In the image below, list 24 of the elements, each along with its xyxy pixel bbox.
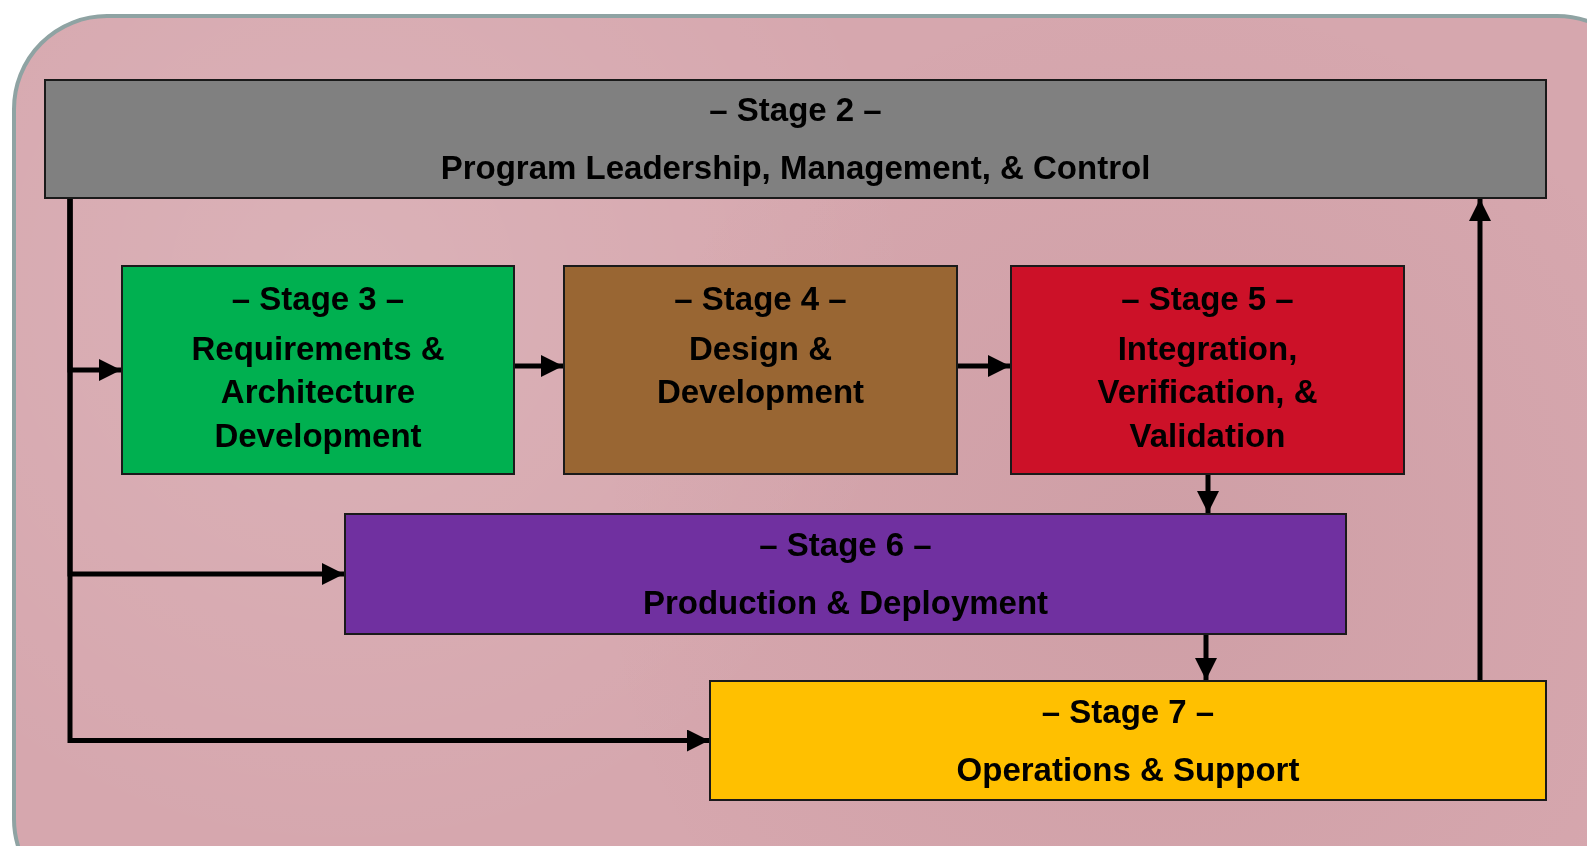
stage-number: – Stage 7 – [1041, 691, 1215, 732]
stage-title: Integration, Verification, & Validation [1096, 328, 1319, 456]
process-box [44, 79, 1547, 199]
stage-title: Requirements & Architecture Development [190, 328, 446, 456]
arrow [1197, 475, 1219, 513]
process-box [709, 680, 1547, 801]
process-box [1010, 265, 1405, 475]
arrow [1195, 635, 1217, 680]
process-box [563, 265, 958, 475]
stage-number: – Stage 5 – [1121, 279, 1294, 319]
stage-number: – Stage 2 – [709, 90, 882, 131]
process-box [121, 265, 515, 475]
arrow [515, 355, 563, 377]
arrow [1469, 199, 1491, 680]
stage-title: Program Leadership, Management, & Control [440, 148, 1151, 188]
stage-title: Operations & Support [956, 749, 1300, 790]
arrow [67, 199, 709, 752]
stage-number: – Stage 3 – [231, 279, 405, 319]
stage-title: Production & Deployment [642, 583, 1049, 623]
stage-number: – Stage 6 – [759, 525, 932, 566]
process-box [344, 513, 1347, 635]
stage-number: – Stage 4 – [674, 279, 847, 319]
stage-title: Design & Development [655, 328, 866, 413]
arrow [958, 355, 1010, 377]
